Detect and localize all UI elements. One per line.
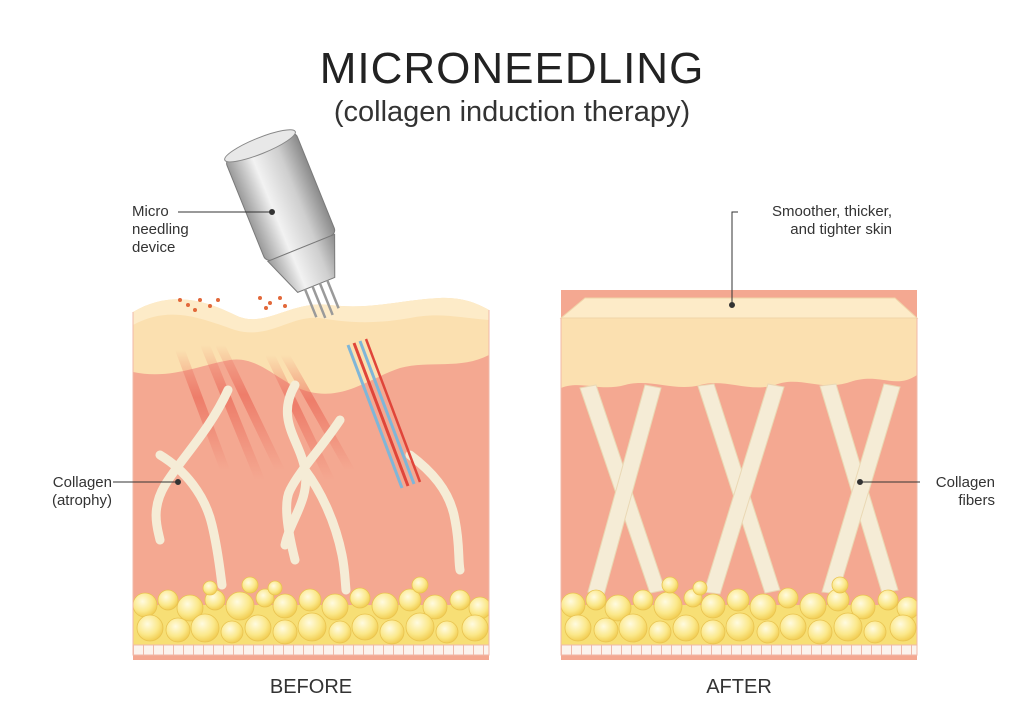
after-panel: [559, 290, 919, 660]
label-atrophy-line1: Collagen: [52, 474, 112, 491]
label-device-line3: device: [132, 239, 176, 256]
surface-damage-dots: [178, 296, 287, 312]
collagen-atrophy-fibers: [151, 380, 465, 595]
after-caption: AFTER: [706, 676, 772, 698]
label-smoother-skin: Smoother, thicker, and tighter skin: [742, 203, 892, 239]
label-device-line1: Micro: [132, 203, 169, 220]
after-epidermis: [561, 318, 917, 388]
label-fibers-line1: Collagen: [935, 474, 995, 491]
label-collagen-atrophy: Collagen (atrophy): [30, 474, 112, 510]
label-device-line2: needling: [132, 221, 189, 238]
collagen-fiber-strands: [579, 383, 901, 596]
label-collagen-fibers: Collagen fibers: [920, 474, 995, 510]
smoother-leader: [731, 211, 738, 305]
label-smoother-line2: and tighter skin: [790, 221, 892, 238]
after-fat-layer: [561, 576, 917, 650]
before-caption: BEFORE: [269, 676, 353, 698]
diagram-title: MICRONEEDLING: [319, 44, 705, 93]
needles-in-skin: [346, 338, 422, 489]
before-panel: [132, 129, 490, 660]
label-fibers-line2: fibers: [958, 492, 995, 509]
microneedling-device: [224, 129, 340, 319]
label-atrophy-line2: (atrophy): [51, 492, 112, 509]
label-smoother-line1: Smoother, thicker,: [771, 203, 892, 220]
before-fat-layer: [133, 576, 489, 650]
after-skin-top: [559, 297, 919, 319]
label-device: Micro needling device: [132, 203, 189, 257]
diagram-subtitle: (collagen induction therapy): [333, 96, 691, 128]
leader-lines: [113, 209, 920, 485]
